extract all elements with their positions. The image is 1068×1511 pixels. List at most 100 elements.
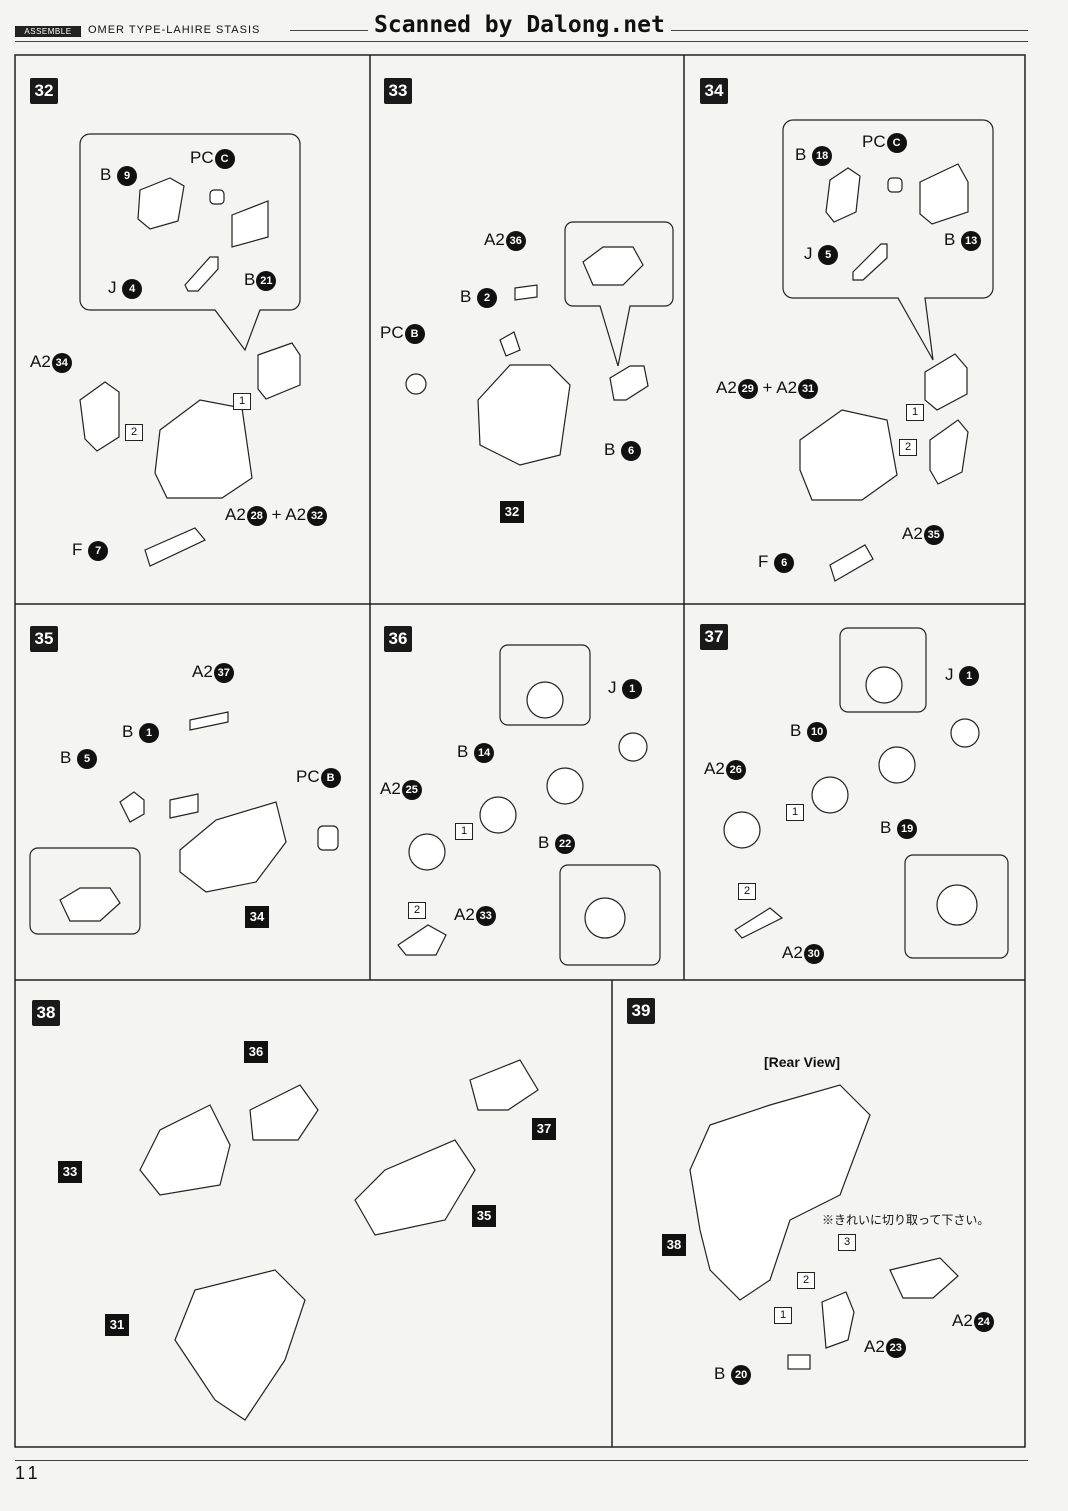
ref-step-36: 36 (244, 1041, 268, 1063)
step35-drawing (29, 711, 339, 935)
part-step35 (354, 1139, 476, 1236)
part-step36 (249, 1084, 319, 1141)
part-b13 (919, 163, 969, 225)
part-b9 (137, 177, 185, 230)
step-number-34: 34 (700, 78, 728, 104)
ref-step-32: 32 (500, 501, 524, 523)
part-a2-24 (889, 1257, 959, 1299)
ref-step-31: 31 (105, 1314, 129, 1336)
callout-part (936, 884, 978, 926)
step32-callout (79, 133, 301, 352)
step34-drawing (782, 119, 994, 582)
callout-part (526, 681, 564, 719)
label-b1: B 1 (122, 722, 160, 743)
label-b9: B 9 (100, 165, 138, 186)
ref-step-34: 34 (245, 906, 269, 928)
step-number-37: 37 (700, 624, 728, 650)
part-b2 (499, 331, 521, 357)
label-b5: B 5 (60, 748, 98, 769)
ref-step-33: 33 (58, 1161, 82, 1183)
watermark: Scanned by Dalong.net (368, 12, 671, 38)
order-marker-1: 1 (906, 404, 924, 421)
model-name: OMER TYPE-LAHIRE STASIS (88, 24, 261, 36)
order-marker-2: 2 (125, 424, 143, 441)
part-a2-28-32 (154, 399, 253, 499)
step-number-39: 39 (627, 998, 655, 1024)
part-a2-26 (723, 811, 761, 849)
page-header: ASSEMBLE OMER TYPE-LAHIRE STASIS Scanned… (0, 0, 1068, 50)
step-number-36: 36 (384, 626, 412, 652)
order-marker-1: 1 (455, 823, 473, 840)
part-b6 (609, 365, 649, 401)
part-j1 (950, 718, 980, 748)
step-number-33: 33 (384, 78, 412, 104)
part-a2-23 (821, 1291, 855, 1349)
order-marker-1: 1 (774, 1307, 792, 1324)
part-pc-c (209, 189, 225, 205)
part-f7 (144, 527, 206, 567)
step37-callout-top (839, 627, 927, 713)
part-pc-b (317, 825, 339, 851)
page-number: 11 (15, 1463, 42, 1483)
order-marker-2: 2 (899, 439, 917, 456)
part-a2-25 (408, 833, 446, 871)
step33-callout (564, 221, 674, 367)
part-b20 (787, 1354, 811, 1370)
part-step33 (139, 1104, 231, 1196)
order-marker-1: 1 (786, 804, 804, 821)
part-a2-29-31 (799, 409, 898, 501)
ref-step-37: 37 (532, 1118, 556, 1140)
part-base-32 (477, 364, 571, 466)
label-f7: F 7 (72, 540, 109, 561)
part-j1 (618, 732, 648, 762)
label-j1: J 1 (608, 678, 643, 699)
label-b2: B 2 (460, 287, 498, 308)
label-b18: B 18 (795, 145, 833, 166)
label-f6: F 6 (758, 552, 795, 573)
part-upper-block (257, 342, 301, 400)
callout-part (582, 246, 644, 286)
label-b13: B 13 (944, 230, 982, 251)
step38-drawing (139, 1059, 539, 1421)
label-j1: J 1 (945, 665, 980, 686)
callout-part (865, 666, 903, 704)
part-b21 (231, 200, 269, 248)
step32-drawing (79, 133, 301, 567)
cut-cleanly-note: ※きれいに切り取って下さい。 (822, 1213, 990, 1227)
part-b10 (811, 776, 849, 814)
footer-rule (15, 1460, 1028, 1461)
label-b6: B 6 (604, 440, 642, 461)
part-a2-36 (514, 284, 538, 301)
part-a2-30 (734, 907, 784, 939)
step33-drawing (405, 221, 674, 466)
part-step37 (469, 1059, 539, 1111)
part-b18 (825, 167, 861, 223)
part-a2-35 (929, 419, 969, 485)
order-marker-1: 1 (233, 393, 251, 410)
part-b1 (169, 793, 199, 819)
part-base-34 (179, 801, 287, 893)
step-number-32: 32 (30, 78, 58, 104)
part-b19 (878, 746, 916, 784)
step-number-38: 38 (32, 1000, 60, 1026)
part-a2-33 (397, 924, 447, 956)
step39-drawing (689, 1084, 959, 1370)
step36-drawing (397, 644, 661, 966)
order-marker-2: 2 (408, 902, 426, 919)
